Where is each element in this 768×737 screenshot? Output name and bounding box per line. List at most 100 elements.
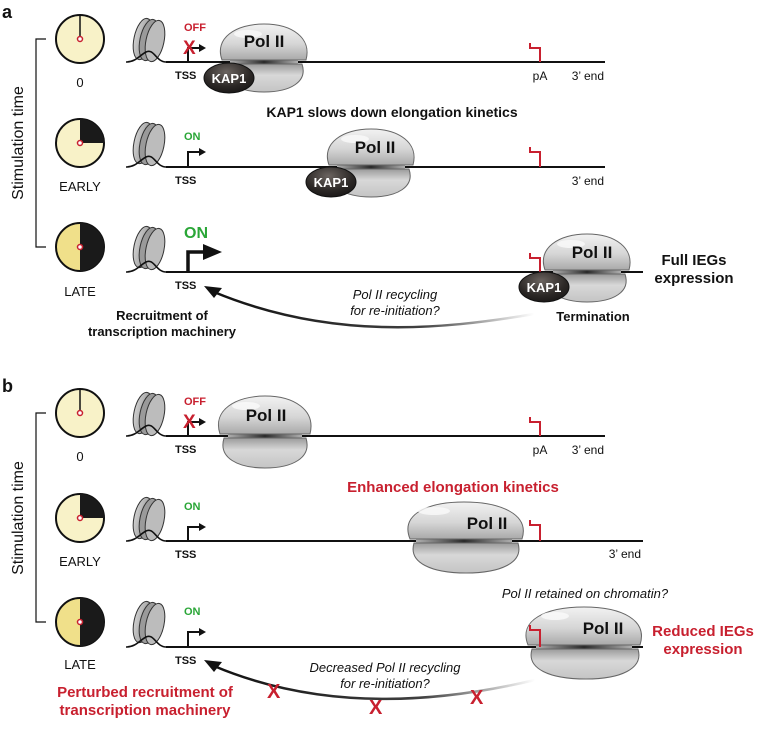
tss-label: TSS bbox=[175, 549, 196, 561]
time-label: 0 bbox=[76, 449, 83, 464]
pol2-label: Pol II bbox=[467, 514, 508, 533]
dna-wrap bbox=[125, 529, 167, 542]
recycling-text-2: for re-initiation? bbox=[350, 303, 440, 318]
polya-signal-icon bbox=[529, 520, 541, 541]
recycling-arrow bbox=[213, 290, 535, 329]
pa-label: pA bbox=[533, 443, 548, 457]
time-label: EARLY bbox=[59, 554, 101, 569]
outcome-full-iegs: Full IEGs bbox=[661, 252, 726, 269]
recruitment-text-1: Recruitment of bbox=[116, 308, 208, 323]
nucleosome-icon bbox=[132, 496, 166, 542]
row-a-early: EARLY ON TSS Pol II KAP1 bbox=[55, 118, 605, 198]
polya-signal-icon bbox=[529, 253, 541, 272]
tss-arrow-icon-large bbox=[186, 250, 205, 272]
tss-label: TSS bbox=[175, 444, 196, 456]
panel-b: b Stimulation time 0 X OFF TSS bbox=[2, 376, 754, 719]
recruitment-text-2: transcription machinery bbox=[88, 324, 237, 339]
caption-enhanced-elongation: Enhanced elongation kinetics bbox=[347, 479, 559, 496]
time-axis-label: Stimulation time bbox=[10, 86, 27, 200]
dna-wrap bbox=[125, 155, 167, 168]
kap1-protein: KAP1 bbox=[203, 62, 255, 94]
tss-arrowhead bbox=[199, 628, 206, 636]
motion-lines bbox=[270, 521, 410, 554]
tss-arrow-icon bbox=[187, 421, 200, 436]
x-mark-icon: X bbox=[183, 412, 196, 433]
clock-icon-half bbox=[55, 597, 105, 647]
time-label: LATE bbox=[64, 284, 96, 299]
kap1-label: KAP1 bbox=[212, 71, 247, 86]
recycling-text-2: for re-initiation? bbox=[340, 676, 430, 691]
status-on: ON bbox=[184, 225, 208, 242]
tss-arrowhead bbox=[199, 418, 206, 426]
pa-label: pA bbox=[533, 69, 548, 83]
tss-label: TSS bbox=[175, 175, 196, 187]
recycling-arrowhead bbox=[204, 660, 222, 672]
x-mark-icon: X bbox=[183, 38, 196, 59]
outcome-expression: expression bbox=[663, 641, 742, 658]
blocked-x-icon: X bbox=[470, 687, 484, 709]
nucleosome-icon bbox=[132, 225, 166, 271]
time-label: LATE bbox=[64, 657, 96, 672]
row-b-0: 0 X OFF TSS Pol II pA 3’ end bbox=[55, 388, 605, 469]
tss-arrow-icon bbox=[187, 151, 200, 167]
polya-signal-icon bbox=[529, 417, 541, 436]
pol2-complex: Pol II bbox=[218, 395, 312, 469]
pol2-label: Pol II bbox=[244, 32, 285, 51]
nucleosome-icon bbox=[132, 17, 166, 63]
tss-arrowhead bbox=[203, 244, 222, 260]
tss-label: TSS bbox=[175, 655, 196, 667]
tss-arrow-icon bbox=[187, 47, 200, 62]
tss-arrow-icon bbox=[187, 631, 200, 647]
dna-wrap bbox=[125, 424, 167, 437]
row-a-late: LATE ON TSS Pol II KAP1 bbox=[55, 222, 734, 339]
recycling-arrowhead bbox=[204, 286, 222, 298]
pol2-label: Pol II bbox=[246, 406, 287, 425]
perturbed-text-2: transcription machinery bbox=[60, 702, 232, 719]
end-label: 3’ end bbox=[609, 547, 641, 561]
status-on: ON bbox=[184, 606, 201, 618]
polya-signal-icon bbox=[529, 625, 541, 647]
termination-label: Termination bbox=[556, 309, 629, 324]
pol2-complex: Pol II bbox=[525, 606, 642, 680]
kap1-label: KAP1 bbox=[314, 175, 349, 190]
kap1-label: KAP1 bbox=[527, 280, 562, 295]
tss-arrowhead bbox=[199, 523, 206, 531]
blocked-x-icon: X bbox=[267, 681, 281, 703]
recycling-text-1: Decreased Pol II recycling bbox=[309, 660, 461, 675]
tss-arrow-icon bbox=[187, 526, 200, 541]
dna-wrap bbox=[125, 50, 167, 63]
status-on: ON bbox=[184, 501, 201, 513]
status-off: OFF bbox=[184, 22, 206, 34]
pol2-label: Pol II bbox=[583, 619, 624, 638]
perturbed-text-1: Perturbed recruitment of bbox=[57, 684, 234, 701]
tss-label: TSS bbox=[175, 280, 196, 292]
recycling-arrow bbox=[213, 664, 536, 701]
end-label: 3’ end bbox=[572, 443, 604, 457]
time-label: 0 bbox=[76, 75, 83, 90]
tss-arrowhead bbox=[199, 148, 206, 156]
time-axis-bracket bbox=[35, 412, 46, 623]
caption-kap1-slows: KAP1 slows down elongation kinetics bbox=[266, 104, 517, 120]
nucleosome-icon bbox=[132, 121, 166, 167]
pol2-complex: Pol II bbox=[407, 501, 524, 574]
polya-signal-icon bbox=[529, 43, 541, 62]
dna-wrap bbox=[125, 635, 167, 648]
clock-icon-zero bbox=[55, 14, 105, 64]
nucleosome-icon bbox=[132, 600, 166, 646]
status-on: ON bbox=[184, 131, 201, 143]
pol2-label: Pol II bbox=[572, 243, 613, 262]
polya-signal-icon bbox=[529, 147, 541, 167]
time-axis-bracket bbox=[35, 38, 46, 248]
end-label: 3’ end bbox=[572, 69, 604, 83]
row-b-late: LATE ON TSS Pol II Pol II retained on ch… bbox=[55, 586, 754, 719]
outcome-reduced-iegs: Reduced IEGs bbox=[652, 623, 754, 640]
dna-wrap bbox=[125, 260, 167, 273]
outcome-expression: expression bbox=[654, 270, 733, 287]
clock-icon-zero bbox=[55, 388, 105, 438]
status-off: OFF bbox=[184, 396, 206, 408]
time-label: EARLY bbox=[59, 179, 101, 194]
clock-icon-quarter bbox=[55, 493, 105, 543]
blocked-x-icon: X bbox=[369, 697, 383, 719]
panel-label-a: a bbox=[2, 2, 13, 22]
